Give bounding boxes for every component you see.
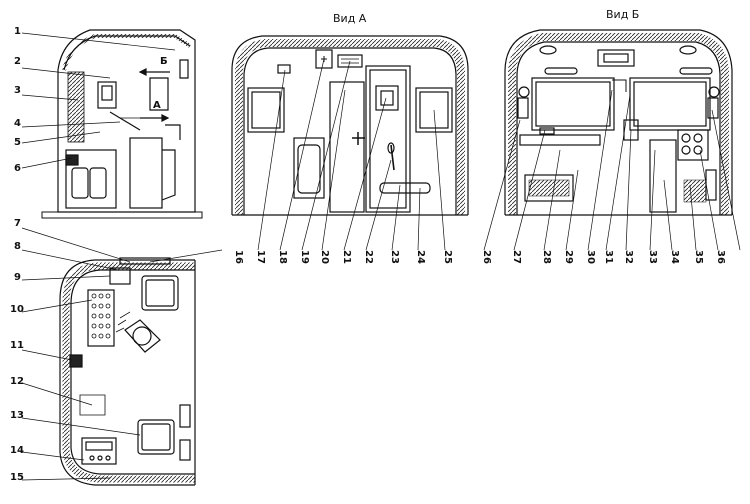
side-view-seat (129, 137, 163, 209)
view-b-outline (504, 29, 733, 215)
view-b-control-block (623, 119, 639, 141)
view-a-window-right (415, 87, 453, 133)
plan-view-seat-top (141, 275, 179, 311)
view-a (231, 35, 469, 216)
plan-view-heater (69, 354, 83, 368)
callout-label-29: 29 (563, 250, 574, 264)
callout-label-35: 35 (693, 250, 704, 264)
callout-label-4: 4 (14, 118, 21, 129)
view-b-leaders (483, 89, 741, 251)
callout-label-2: 2 (14, 56, 21, 67)
view-b-cabinet (649, 139, 677, 213)
arrow-a-label: А (153, 100, 161, 111)
plan-view-insulation (62, 262, 195, 483)
callout-label-31: 31 (603, 250, 614, 264)
callout-label-17: 17 (255, 250, 266, 264)
view-a-leaders (257, 58, 446, 251)
plan-view-radio (81, 437, 117, 465)
callout-label-8: 8 (14, 241, 21, 252)
side-view-floor (41, 211, 203, 219)
view-b (504, 29, 733, 216)
plan-view-floor-hatch (79, 394, 106, 416)
callout-label-18: 18 (277, 250, 288, 264)
callout-label-28: 28 (541, 250, 552, 264)
callout-label-19: 19 (299, 250, 310, 264)
view-arrows (138, 68, 170, 122)
callout-label-30: 30 (585, 250, 596, 264)
callout-label-25: 25 (442, 250, 453, 264)
callout-label-13: 13 (10, 410, 24, 421)
callout-label-26: 26 (481, 250, 492, 264)
view-b-seat-left (524, 174, 574, 202)
callout-label-36: 36 (715, 250, 726, 264)
plan-view-seat-bottom (137, 419, 175, 455)
callout-label-14: 14 (10, 445, 24, 456)
callout-label-7: 7 (14, 218, 21, 229)
view-a-extinguisher (379, 182, 431, 194)
view-b-front-window-left (531, 77, 615, 131)
view-a-door (365, 65, 411, 213)
view-a-small-plate (277, 64, 291, 74)
callout-label-33: 33 (647, 250, 658, 264)
view-a-door-window (375, 85, 399, 111)
view-b-dashboard (519, 134, 601, 146)
callout-label-1: 1 (14, 26, 21, 37)
side-view (41, 29, 203, 219)
callout-label-23: 23 (389, 250, 400, 264)
callout-label-15: 15 (10, 472, 24, 483)
callout-label-12: 12 (10, 376, 24, 387)
callout-label-24: 24 (415, 250, 426, 264)
view-b-sun-visor-left (544, 67, 578, 75)
view-a-cabinet (293, 137, 325, 199)
view-a-panel (329, 81, 365, 213)
callout-label-10: 10 (10, 304, 24, 315)
callout-label-34: 34 (669, 250, 680, 264)
arrow-b-label: Б (160, 56, 168, 67)
view-b-sun-visor-right (679, 67, 713, 75)
plan-view-control-panel (87, 289, 115, 347)
view-b-heater-unit (705, 169, 717, 201)
callout-label-9: 9 (14, 272, 21, 283)
callout-label-11: 11 (10, 340, 24, 351)
callout-label-22: 22 (363, 250, 374, 264)
plan-view-steering-gear (124, 319, 161, 353)
side-view-outline (57, 29, 196, 213)
callout-label-5: 5 (14, 137, 21, 148)
callout-label-21: 21 (341, 250, 352, 264)
side-view-leaders (21, 32, 176, 169)
view-b-front-window-right (629, 77, 711, 131)
side-view-console-box (97, 81, 117, 109)
side-view-small-box (65, 154, 79, 166)
view-b-center-panel (597, 49, 635, 67)
callout-label-27: 27 (511, 250, 522, 264)
callout-label-16: 16 (233, 250, 244, 264)
view-a-title: Вид А (333, 12, 367, 25)
callout-label-20: 20 (319, 250, 330, 264)
side-view-lower-cabinet (65, 149, 117, 209)
view-a-window-left (247, 87, 285, 133)
callout-label-32: 32 (623, 250, 634, 264)
view-a-outline (231, 35, 469, 215)
view-a-first-aid (315, 49, 333, 69)
side-view-roof-insulation (62, 34, 192, 71)
plan-view-leaders (21, 227, 223, 481)
view-b-gauge-panel (677, 129, 709, 161)
side-view-window-frame (67, 71, 85, 143)
view-a-sign (337, 54, 363, 68)
plan-view (59, 257, 196, 486)
plan-view-outline (59, 259, 195, 486)
view-b-title: Вид Б (606, 8, 640, 21)
callout-label-3: 3 (14, 85, 21, 96)
callout-label-6: 6 (14, 163, 21, 174)
